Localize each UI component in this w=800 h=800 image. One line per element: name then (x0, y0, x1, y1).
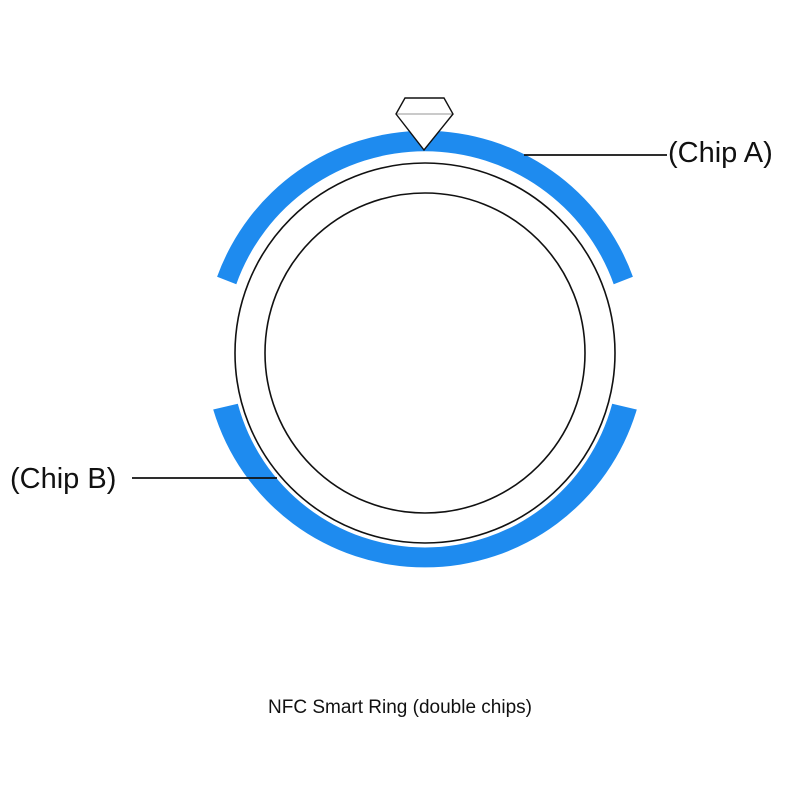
ring-inner-hole-outline (264, 192, 586, 514)
chip-a-label: (Chip A) (668, 137, 773, 169)
chip-b-label: (Chip B) (10, 463, 117, 495)
diamond-icon (395, 97, 454, 152)
diagram-caption: NFC Smart Ring (double chips) (268, 697, 532, 718)
chip-a-segment (217, 130, 633, 285)
chip-b-segment (213, 403, 637, 568)
